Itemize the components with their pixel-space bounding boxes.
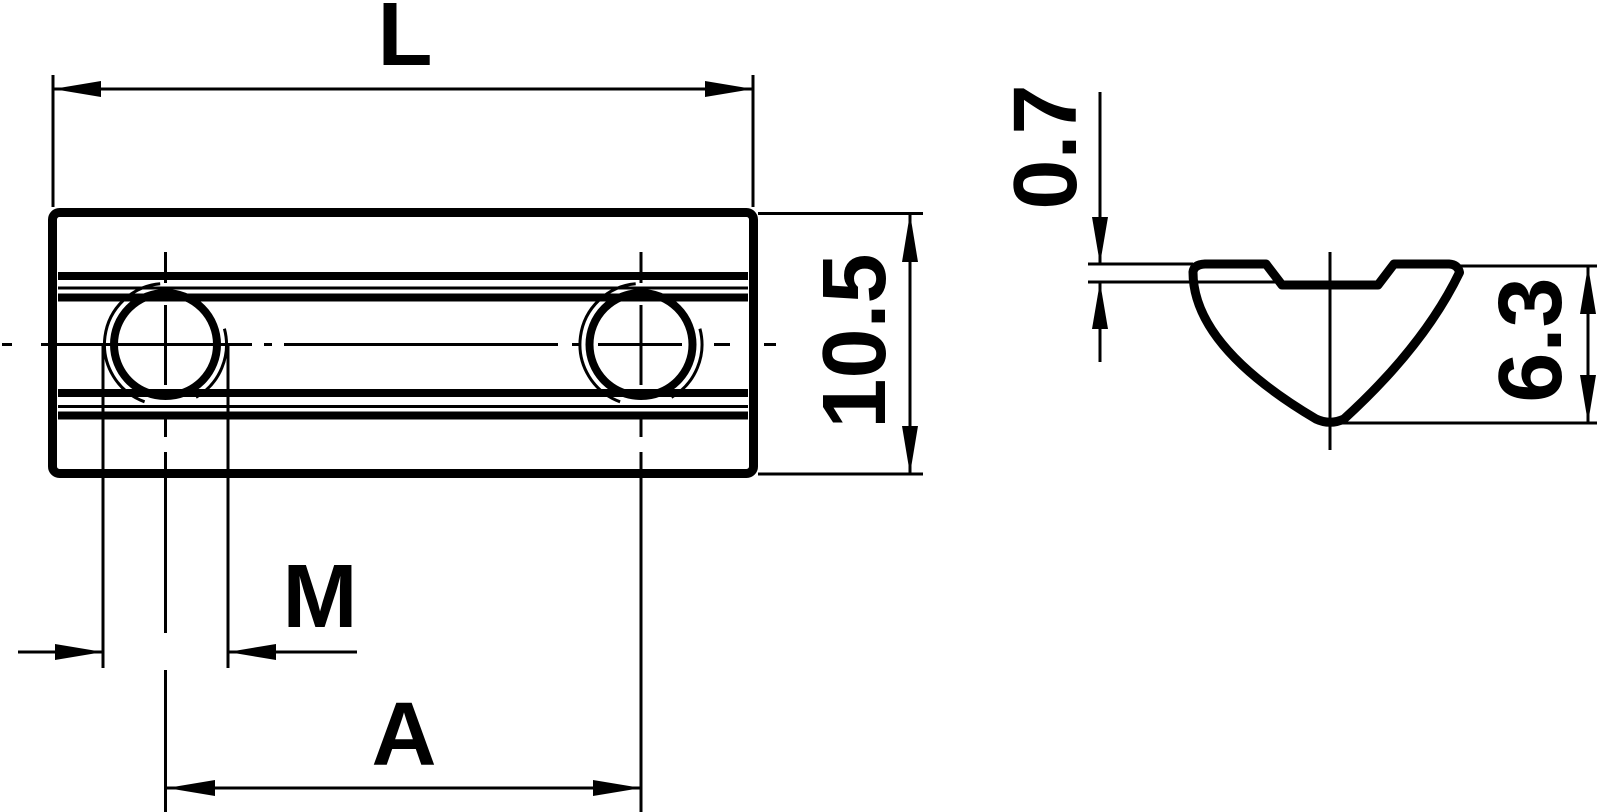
step-arrow-down: [1092, 217, 1108, 264]
spacing-dimension-label: A: [372, 685, 437, 785]
thread-extension-lines: [101, 346, 230, 668]
right-hole-core-circle: [585, 289, 697, 400]
dimension-profile-height: 6.3: [1337, 264, 1597, 425]
height-arrow-bottom: [1580, 375, 1596, 423]
dimension-hole-spacing: A: [167, 685, 641, 796]
left-hole-thread-arc: [102, 282, 228, 404]
dimension-thread: M: [18, 346, 357, 668]
width-arrow-top: [902, 213, 918, 262]
step-depth-dimension-label: 0.7: [996, 84, 1096, 209]
width-arrow-bottom: [902, 426, 918, 474]
section-profile-outline: [1188, 259, 1464, 427]
height-arrow-top: [1580, 266, 1596, 314]
length-dimension-label: L: [378, 0, 433, 85]
length-arrow-left: [53, 81, 101, 97]
section-view: [1188, 252, 1464, 450]
width-dimension-label: 10.5: [805, 253, 905, 428]
dimension-step-depth: 0.7: [996, 84, 1290, 362]
front-view: [2, 208, 776, 812]
spacing-arrow-right: [593, 780, 641, 796]
thread-dimension-label: M: [283, 547, 358, 647]
right-hole-thread-arc: [578, 282, 704, 404]
length-arrow-right: [705, 81, 753, 97]
profile-height-dimension-label: 6.3: [1481, 277, 1581, 402]
step-arrow-up: [1092, 282, 1108, 329]
dimension-length: L: [51, 0, 755, 207]
thread-arrow-right: [228, 644, 276, 660]
dimension-body-width: 10.5: [758, 212, 923, 476]
thread-arrow-left: [55, 644, 103, 660]
spacing-arrow-left: [167, 780, 215, 796]
